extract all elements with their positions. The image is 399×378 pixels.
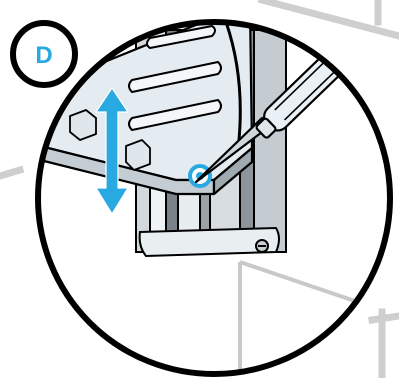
step-badge-icon: D	[13, 23, 75, 85]
detail-lens	[30, 8, 399, 378]
step-label: D	[35, 42, 52, 69]
adjustment-screw-icon	[190, 166, 210, 186]
foot-plate	[140, 228, 279, 256]
